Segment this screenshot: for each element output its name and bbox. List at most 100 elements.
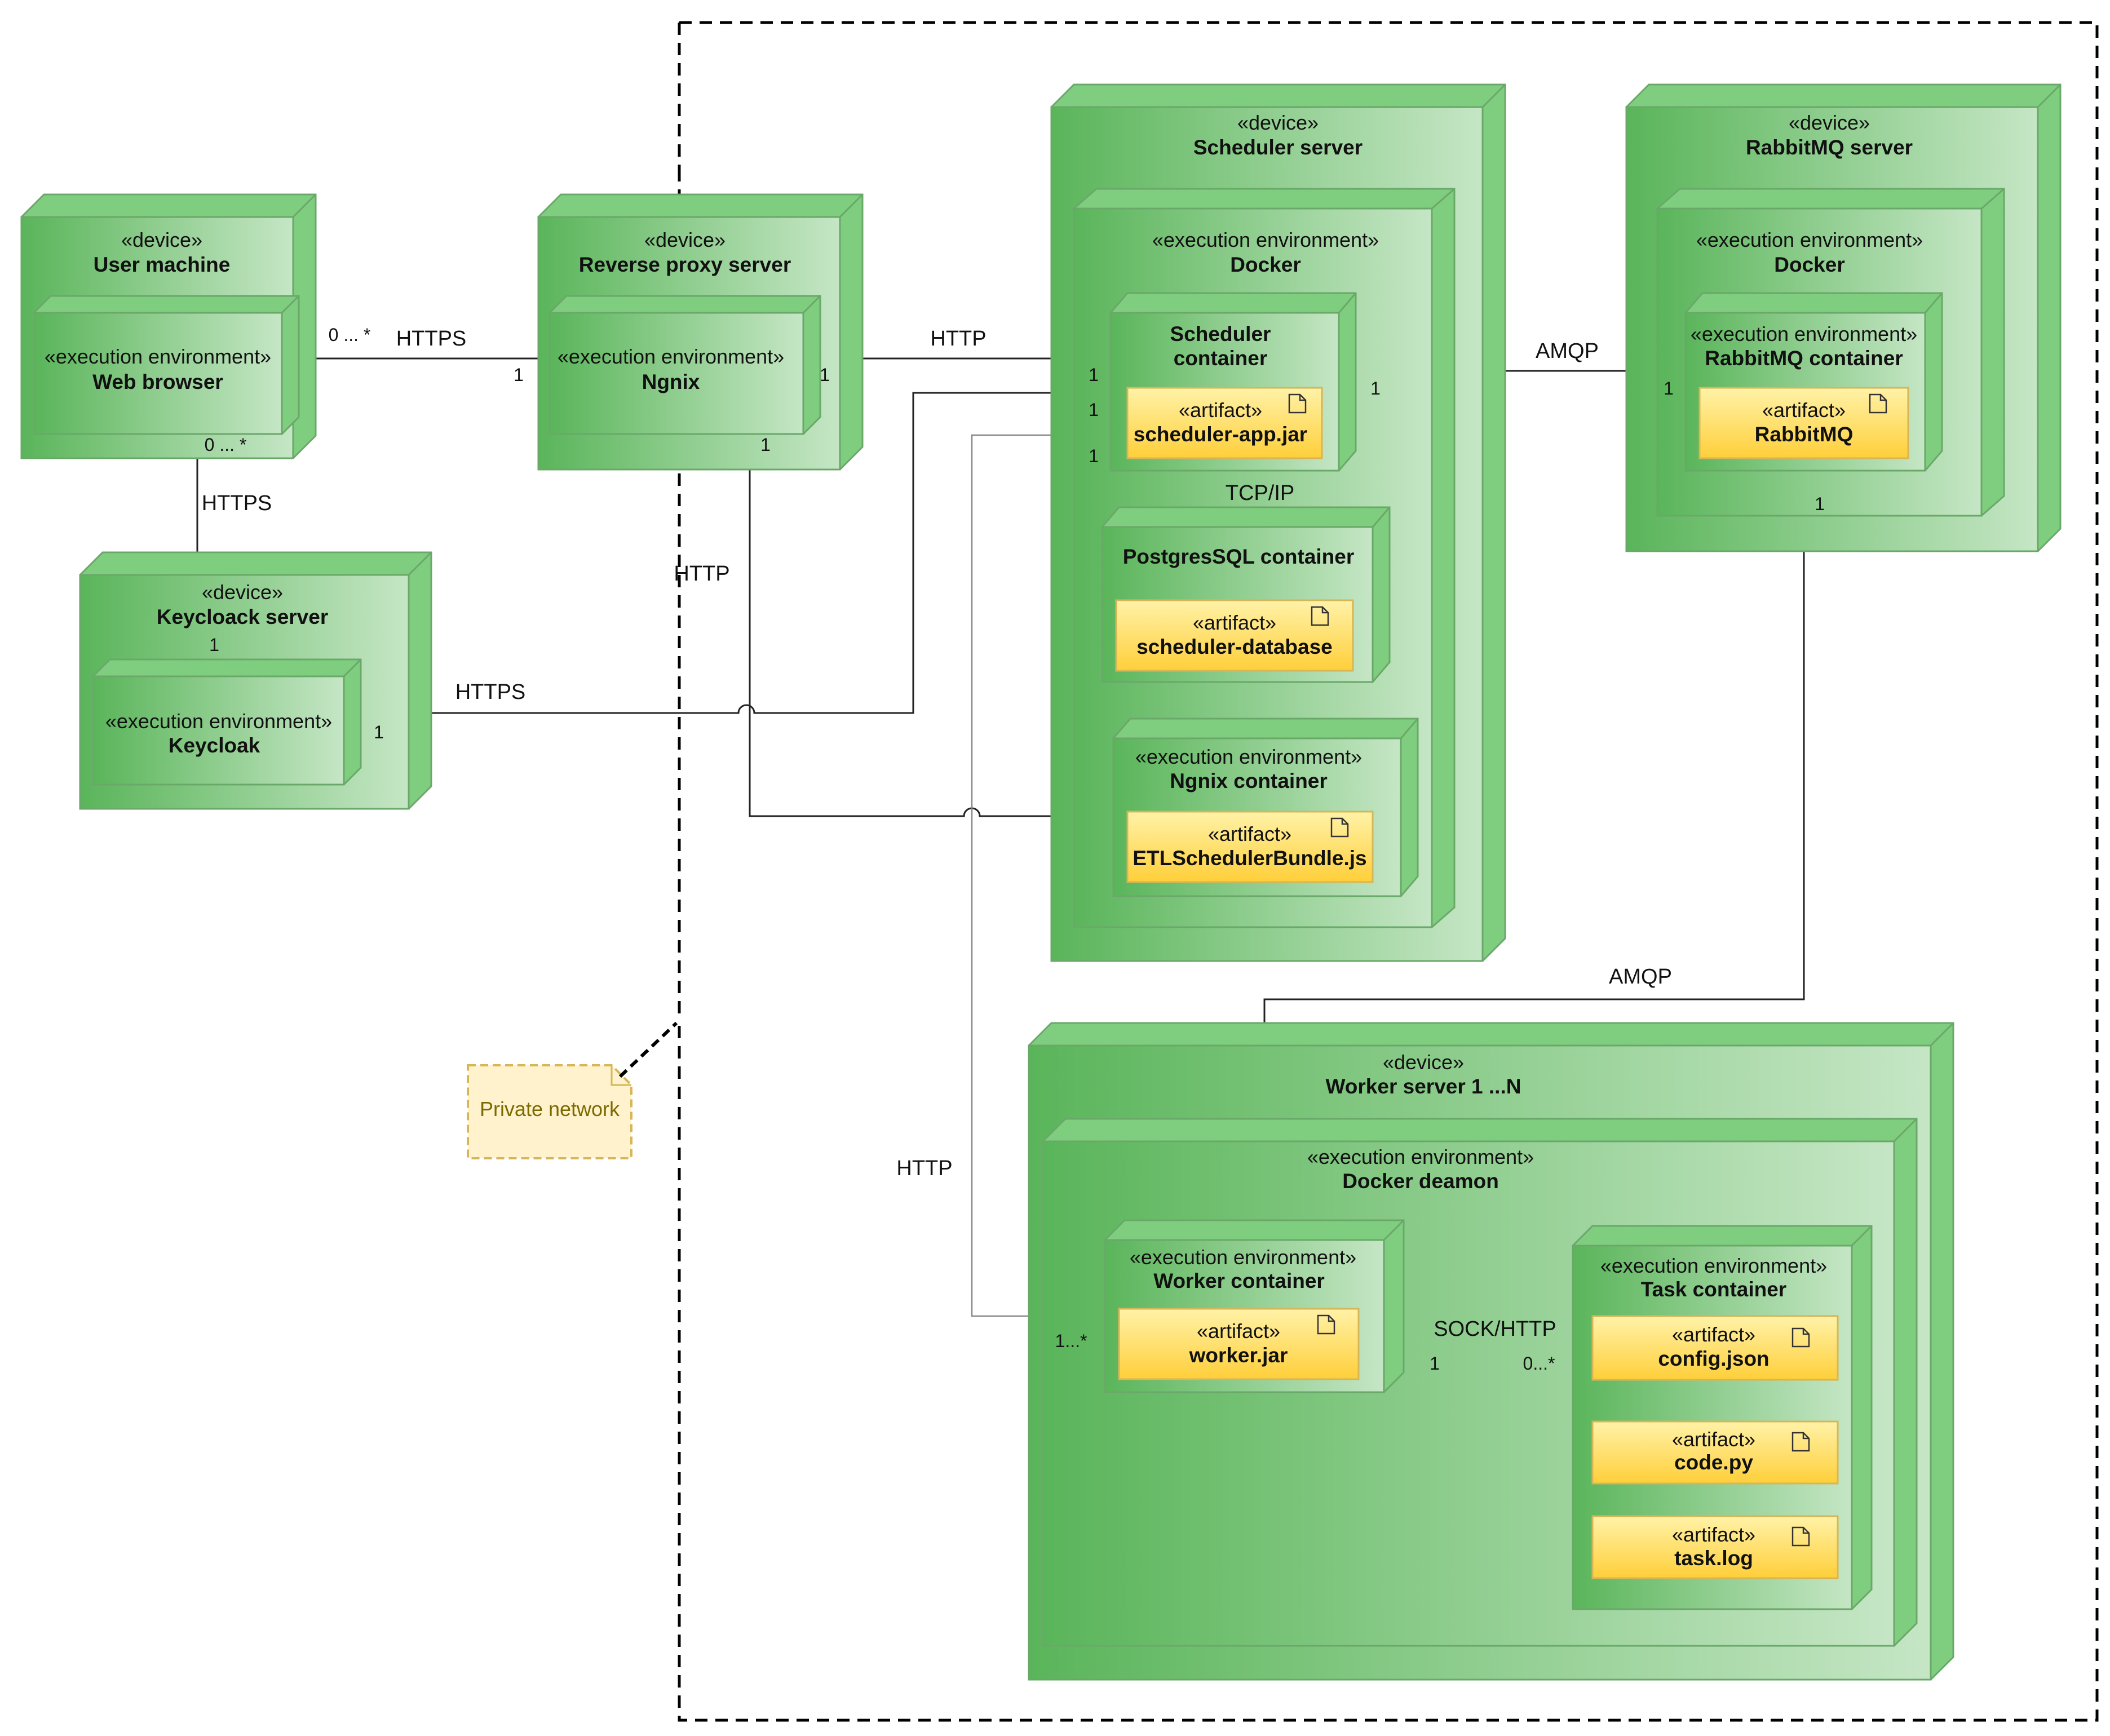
mult-keycloak-out: 1 xyxy=(374,722,384,742)
task-log-name: task.log xyxy=(1674,1547,1753,1570)
etl-bundle-stereotype: «artifact» xyxy=(1208,822,1291,845)
node-keycloak: «execution environment» Keycloak xyxy=(92,658,362,786)
mult-sched-in-3: 1 xyxy=(1089,446,1099,466)
code-py-name: code.py xyxy=(1674,1451,1753,1474)
rabbitmq-artifact-name: RabbitMQ xyxy=(1755,423,1854,446)
rabbitmq-server-stereotype: «device» xyxy=(1789,111,1870,134)
worker-jar-name: worker.jar xyxy=(1189,1344,1288,1367)
label-https-keycloak-scheduler: HTTPS xyxy=(455,680,526,704)
scheduler-server-name: Scheduler server xyxy=(1193,136,1363,159)
artifact-worker-jar: «artifact» worker.jar xyxy=(1118,1308,1360,1380)
node-ngnix: «execution environment» Ngnix xyxy=(548,295,821,435)
connection-labels: HTTPS HTTPS HTTPS HTTP HTTP HTTP AMQP AM… xyxy=(202,327,1672,1341)
keycloak-name: Keycloak xyxy=(169,734,260,757)
proxy-server-stereotype: «device» xyxy=(644,228,726,251)
file-icon xyxy=(1317,1314,1335,1335)
file-icon xyxy=(1791,1432,1810,1452)
file-icon xyxy=(1330,817,1349,838)
etl-bundle-name: ETLSchedulerBundle.js xyxy=(1133,847,1366,870)
private-network-boundary xyxy=(678,21,2099,1722)
artifact-etl-bundle: «artifact» ETLSchedulerBundle.js xyxy=(1126,811,1374,883)
keycloak-server-name: Keycloack server xyxy=(157,605,328,628)
mult-worker-in: 1...* xyxy=(1055,1331,1087,1351)
artifact-task-log: «artifact» task.log xyxy=(1591,1515,1839,1579)
proxy-server-name: Reverse proxy server xyxy=(579,253,791,276)
mult-sched-in-1: 1 xyxy=(1089,365,1099,385)
scheduler-server-stereotype: «device» xyxy=(1237,111,1319,134)
mult-browser-keycloak-src: 0 ... * xyxy=(205,435,247,455)
scheduler-container-name-2: container xyxy=(1174,347,1268,370)
artifact-scheduler-jar: «artifact» scheduler-app.jar xyxy=(1126,387,1323,459)
file-icon xyxy=(1791,1327,1810,1348)
rabbitmq-container-stereotype: «execution environment» xyxy=(1691,322,1917,346)
artifact-code-py: «artifact» code.py xyxy=(1591,1420,1839,1485)
rabbitmq-docker-stereotype: «execution environment» xyxy=(1696,228,1923,251)
private-network-note: Private network xyxy=(467,1021,678,1159)
scheduler-db-stereotype: «artifact» xyxy=(1193,611,1276,634)
ngnix-stereotype: «execution environment» xyxy=(558,345,784,368)
worker-container-stereotype: «execution environment» xyxy=(1130,1246,1356,1269)
web-browser-name: Web browser xyxy=(92,370,223,393)
rabbitmq-docker-name: Docker xyxy=(1774,253,1844,276)
scheduler-jar-name: scheduler-app.jar xyxy=(1134,423,1307,446)
keycloak-server-stereotype: «device» xyxy=(202,581,283,604)
task-container-stereotype: «execution environment» xyxy=(1600,1254,1827,1277)
mult-browser-proxy-src: 0 ... * xyxy=(329,325,371,345)
worker-container-name: Worker container xyxy=(1153,1269,1325,1292)
worker-jar-stereotype: «artifact» xyxy=(1197,1319,1280,1343)
mult-sched-to-rabbit: 1 xyxy=(1370,378,1381,398)
task-log-stereotype: «artifact» xyxy=(1672,1523,1755,1546)
scheduler-docker-name: Docker xyxy=(1230,253,1300,276)
multiplicities: 0 ... * 1 0 ... * 1 1 1 1 1 1 1 1 1 1 1.… xyxy=(205,325,1825,1374)
worker-server-stereotype: «device» xyxy=(1383,1051,1464,1074)
mult-task-in: 0...* xyxy=(1523,1353,1555,1374)
label-http-proxy-ngnix: HTTP xyxy=(674,562,729,586)
postgres-container-name: PostgresSQL container xyxy=(1123,545,1355,568)
worker-server-name: Worker server 1 ...N xyxy=(1326,1075,1521,1098)
label-amqp-scheduler-rabbit: AMQP xyxy=(1536,339,1599,363)
label-http-worker-scheduler: HTTP xyxy=(896,1157,952,1180)
user-machine-stereotype: «device» xyxy=(121,228,202,251)
note-text: Private network xyxy=(480,1097,620,1121)
label-sock-http: SOCK/HTTP xyxy=(1434,1317,1556,1341)
mult-worker-to-task: 1 xyxy=(1430,1353,1440,1374)
ngnix-container-name: Ngnix container xyxy=(1170,769,1328,792)
task-container-name: Task container xyxy=(1641,1278,1786,1301)
mult-proxy-out: 1 xyxy=(820,365,830,385)
web-browser-stereotype: «execution environment» xyxy=(45,345,271,368)
ngnix-name: Ngnix xyxy=(642,370,700,393)
config-json-name: config.json xyxy=(1658,1347,1769,1370)
artifact-config-json: «artifact» config.json xyxy=(1591,1315,1839,1381)
mult-rabbit-down: 1 xyxy=(1815,494,1825,514)
mult-proxy-down: 1 xyxy=(760,435,771,455)
ngnix-container-stereotype: «execution environment» xyxy=(1135,745,1362,768)
keycloak-stereotype: «execution environment» xyxy=(105,710,332,733)
rabbitmq-container-name: RabbitMQ container xyxy=(1705,347,1903,370)
label-tcp-ip: TCP/IP xyxy=(1226,481,1294,505)
rabbitmq-server-name: RabbitMQ server xyxy=(1746,136,1913,159)
docker-daemon-name: Docker deamon xyxy=(1342,1170,1499,1193)
scheduler-jar-stereotype: «artifact» xyxy=(1179,398,1262,422)
file-icon xyxy=(1791,1526,1810,1547)
user-machine-name: User machine xyxy=(94,253,231,276)
mult-browser-proxy-dst: 1 xyxy=(514,365,524,385)
docker-daemon-stereotype: «execution environment» xyxy=(1307,1145,1534,1168)
rabbitmq-artifact-stereotype: «artifact» xyxy=(1762,398,1846,422)
mult-browser-keycloak-dst: 1 xyxy=(209,635,219,655)
label-amqp-rabbit-worker: AMQP xyxy=(1609,965,1672,989)
scheduler-db-name: scheduler-database xyxy=(1136,635,1333,658)
scheduler-container-name-1: Scheduler xyxy=(1170,322,1271,346)
mult-rabbit-in: 1 xyxy=(1664,378,1674,398)
mult-sched-in-2: 1 xyxy=(1089,400,1099,420)
label-https-browser-keycloak: HTTPS xyxy=(202,491,272,515)
artifact-rabbitmq: «artifact» RabbitMQ xyxy=(1698,387,1909,459)
scheduler-docker-stereotype: «execution environment» xyxy=(1152,228,1379,251)
code-py-stereotype: «artifact» xyxy=(1672,1428,1755,1451)
label-http-proxy-scheduler: HTTP xyxy=(930,327,986,351)
file-icon xyxy=(1311,606,1329,626)
artifact-scheduler-db: «artifact» scheduler-database xyxy=(1115,599,1354,672)
node-web-browser: «execution environment» Web browser xyxy=(33,295,300,435)
file-icon xyxy=(1869,393,1887,414)
